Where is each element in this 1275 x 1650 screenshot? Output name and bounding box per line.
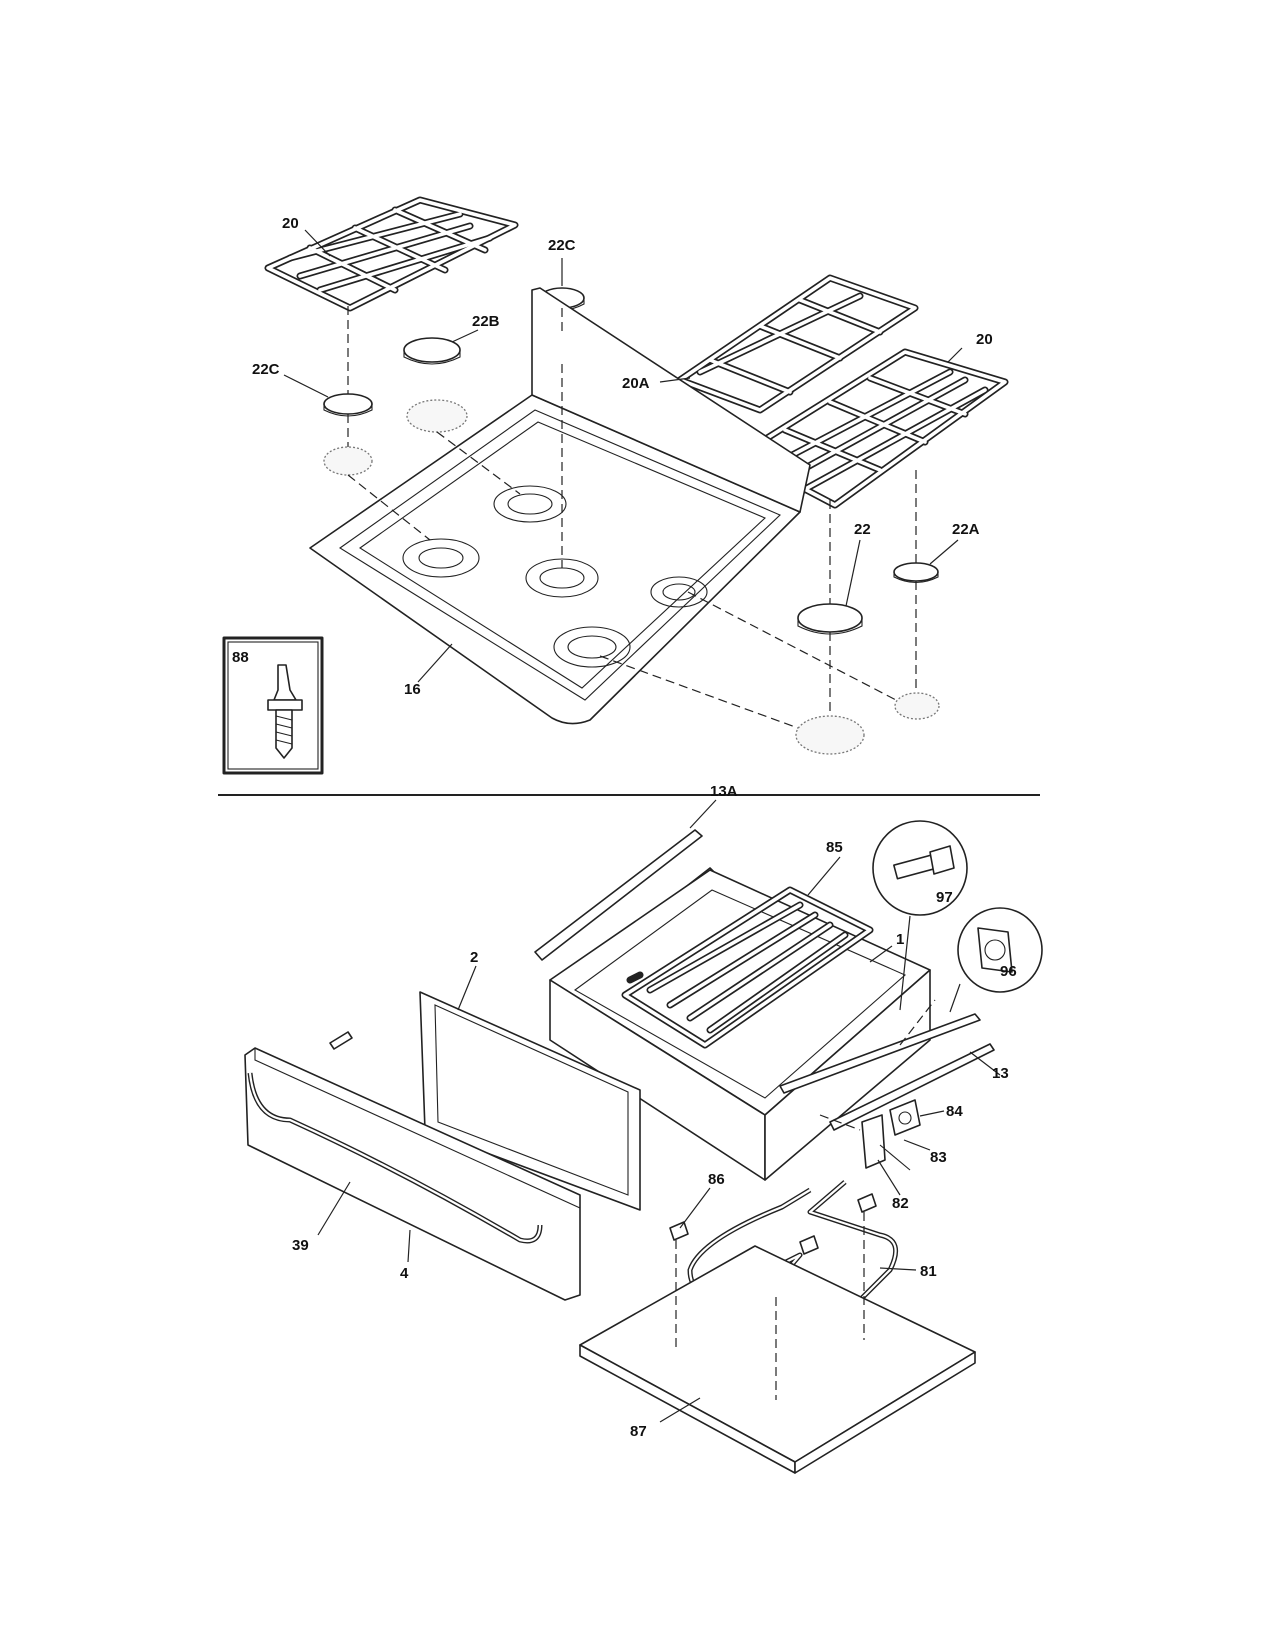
label-drawer-body: 1 bbox=[896, 931, 904, 948]
assembly-lines-bottom bbox=[675, 999, 936, 1400]
label-drawer-front: 4 bbox=[400, 1265, 409, 1282]
clip-right[interactable] bbox=[857, 1193, 877, 1213]
front-screw[interactable] bbox=[329, 1031, 353, 1050]
label-rack: 85 bbox=[826, 839, 843, 856]
burner-head-left bbox=[323, 446, 373, 476]
label-grate-center: 20A bbox=[622, 375, 650, 392]
grate-center[interactable] bbox=[676, 274, 919, 414]
label-bottom-panel: 87 bbox=[630, 1423, 647, 1440]
leader-lines bbox=[283, 229, 1001, 1423]
slide-right[interactable] bbox=[779, 1013, 995, 1131]
burner-cap-mid[interactable] bbox=[403, 337, 461, 365]
clip-86[interactable] bbox=[669, 1221, 689, 1241]
label-element: 81 bbox=[920, 1263, 937, 1280]
label-clip: 96 bbox=[1000, 963, 1017, 980]
rack[interactable] bbox=[621, 886, 874, 1049]
label-bracket-83: 83 bbox=[930, 1149, 947, 1166]
grate-left[interactable] bbox=[264, 196, 519, 312]
handle[interactable] bbox=[247, 1072, 543, 1244]
burner-cap-large[interactable] bbox=[797, 603, 863, 635]
gasket-frame[interactable] bbox=[419, 991, 641, 1211]
drawer-front[interactable] bbox=[244, 1047, 581, 1301]
clip-mid[interactable] bbox=[799, 1235, 819, 1255]
screw-callout[interactable] bbox=[872, 820, 968, 916]
label-grate-right: 20 bbox=[976, 331, 993, 348]
drawer-body[interactable] bbox=[549, 869, 931, 1181]
label-hardware-inset: 88 bbox=[232, 649, 249, 666]
label-bracket-84: 84 bbox=[946, 1103, 963, 1120]
hardware-inset[interactable] bbox=[222, 636, 324, 775]
label-cap-small: 22A bbox=[952, 521, 980, 538]
cooktop[interactable] bbox=[309, 287, 811, 725]
label-cap-top-center: 22C bbox=[548, 237, 576, 254]
label-grate-left: 20 bbox=[282, 215, 299, 232]
label-slide-left: 13A bbox=[710, 783, 738, 800]
bracket-82-83[interactable] bbox=[861, 1114, 911, 1171]
label-slide-right: 13 bbox=[992, 1065, 1009, 1082]
label-cap-large: 22 bbox=[854, 521, 871, 538]
burner-cap-left[interactable] bbox=[323, 393, 373, 417]
label-screw: 97 bbox=[936, 889, 953, 906]
burner-head-small bbox=[894, 692, 940, 720]
label-cooktop: 16 bbox=[404, 681, 421, 698]
label-handle: 39 bbox=[292, 1237, 309, 1254]
burner-head-mid bbox=[406, 399, 468, 433]
clip-callout[interactable] bbox=[957, 907, 1043, 993]
label-gasket-frame: 2 bbox=[470, 949, 478, 966]
burner-head-large bbox=[795, 715, 865, 755]
label-bracket-82: 82 bbox=[892, 1195, 909, 1212]
label-clip-86: 86 bbox=[708, 1171, 725, 1188]
label-cap-left: 22C bbox=[252, 361, 280, 378]
bracket-84[interactable] bbox=[889, 1099, 921, 1136]
assembly-lines-top bbox=[347, 306, 917, 729]
label-cap-mid: 22B bbox=[472, 313, 500, 330]
bottom-panel[interactable] bbox=[579, 1245, 976, 1474]
burner-cap-small[interactable] bbox=[893, 562, 939, 584]
